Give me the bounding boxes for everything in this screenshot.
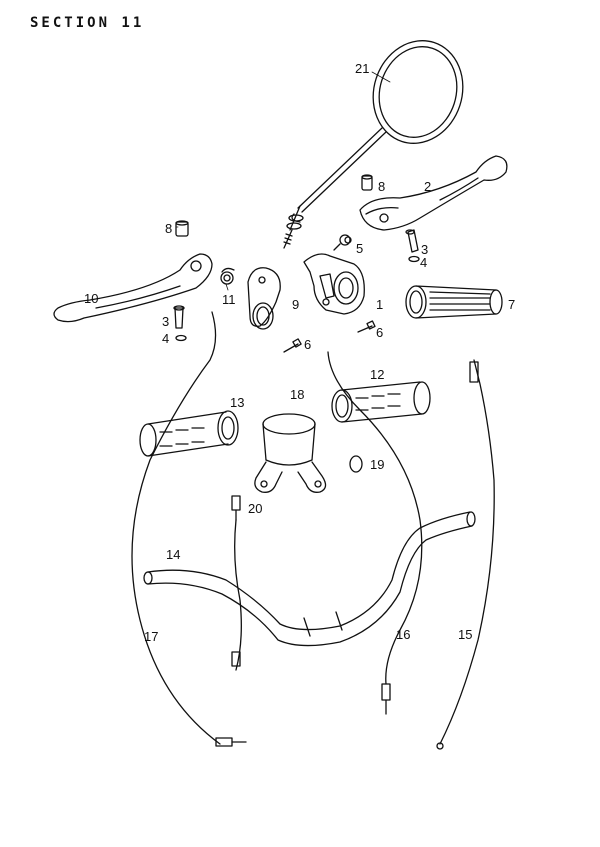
callout-18: 18 (290, 387, 305, 402)
callout-9: 9 (292, 297, 300, 312)
callout-11: 11 (222, 292, 236, 307)
brake-bracket-housing-part (303, 253, 365, 315)
screw-part-right (357, 320, 376, 333)
callout-4-left: 4 (162, 331, 170, 346)
section-title: SECTION 11 (30, 15, 145, 31)
callout-8-left: 8 (165, 221, 173, 236)
pivot-bolt-part-left (175, 220, 189, 237)
callout-19: 19 (370, 457, 385, 472)
callout-1: 1 (376, 297, 384, 312)
spring-part (333, 234, 352, 251)
mirror-part (283, 40, 464, 249)
speedometer-part (254, 413, 327, 493)
right-grip-part (331, 381, 431, 423)
callout-14: 14 (166, 547, 181, 562)
callout-13: 13 (230, 395, 245, 410)
throttle-cable-part (436, 359, 495, 750)
left-lever-bracket-part (247, 267, 281, 330)
front-brake-cable-part (327, 351, 423, 715)
callout-8-upper: 8 (378, 179, 386, 194)
leader-lines (175, 71, 391, 291)
clutch-cable-part (131, 311, 247, 747)
callout-20: 20 (248, 501, 263, 516)
callout-6-left: 6 (304, 337, 312, 352)
callout-21: 21 (355, 61, 370, 76)
grommet-part (349, 455, 363, 473)
callout-16: 16 (396, 627, 411, 642)
callout-5: 5 (356, 241, 364, 256)
callout-12: 12 (370, 367, 385, 382)
callout-2: 2 (424, 179, 432, 194)
handlebar-part (143, 511, 476, 647)
screw-part-left (283, 338, 302, 353)
callout-6-right: 6 (376, 325, 384, 340)
bolt-and-nut-part-right (405, 229, 420, 263)
left-grip-part (139, 410, 239, 457)
bolt-and-nut-part-left (173, 305, 187, 342)
callout-4-right: 4 (420, 255, 428, 270)
callout-17: 17 (144, 629, 159, 644)
callout-3-left: 3 (162, 314, 170, 329)
callout-15: 15 (458, 627, 473, 642)
brake-lever-part (359, 155, 508, 231)
connector-part (231, 495, 242, 671)
callout-3-right: 3 (421, 242, 429, 257)
pivot-bolt-part-upper (361, 174, 373, 191)
clutch-lever-part (53, 253, 213, 323)
callout-10: 10 (84, 291, 99, 306)
callout-7: 7 (508, 297, 516, 312)
twist-grip-part (405, 285, 503, 319)
cable-adjuster-part (220, 267, 235, 285)
